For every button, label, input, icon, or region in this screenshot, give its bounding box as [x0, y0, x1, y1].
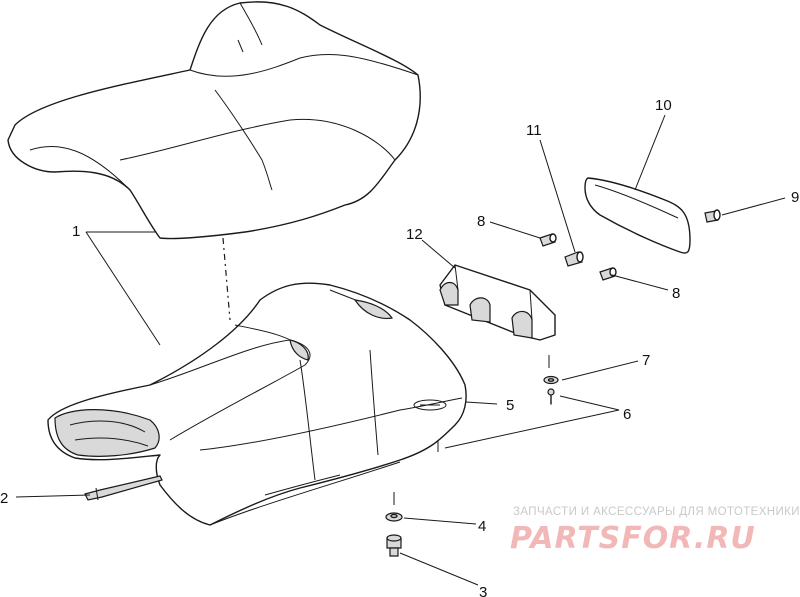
alignment-line	[222, 237, 231, 321]
callout-1: 1	[72, 223, 80, 240]
callout-6: 6	[623, 406, 631, 423]
bulbs	[539, 233, 617, 281]
screws-and-washer	[437, 355, 559, 452]
bolt-and-washer	[385, 492, 403, 557]
callout-4: 4	[478, 518, 486, 535]
tail-light-lens	[584, 177, 691, 254]
tail-light-housing	[439, 264, 556, 341]
callout-3: 3	[479, 584, 487, 597]
callout-12: 12	[406, 226, 423, 243]
callout-10: 10	[655, 97, 672, 114]
lens-screw	[704, 209, 721, 223]
callout-2: 2	[0, 490, 8, 507]
callout-labels: 1 2 3 4 5 6 7 8 8 9 10 11 12	[0, 97, 799, 597]
callout-8-lower: 8	[672, 285, 680, 302]
leader-lines	[15, 114, 786, 586]
callout-5: 5	[506, 397, 514, 414]
watermark-brand: PARTSFOR.RU	[510, 521, 756, 556]
callout-7: 7	[642, 352, 650, 369]
callout-8-upper: 8	[477, 213, 485, 230]
seat-strap	[84, 475, 163, 501]
seat-assembly	[47, 282, 467, 526]
seat-cover	[7, 1, 421, 240]
watermark: ЗАПЧАСТИ И АКСЕССУАРЫ ДЛЯ МОТОТЕХНИКИ PA…	[510, 506, 800, 556]
watermark-subtitle: ЗАПЧАСТИ И АКСЕССУАРЫ ДЛЯ МОТОТЕХНИКИ	[513, 506, 800, 518]
callout-11: 11	[526, 122, 542, 139]
callout-9: 9	[791, 189, 799, 206]
